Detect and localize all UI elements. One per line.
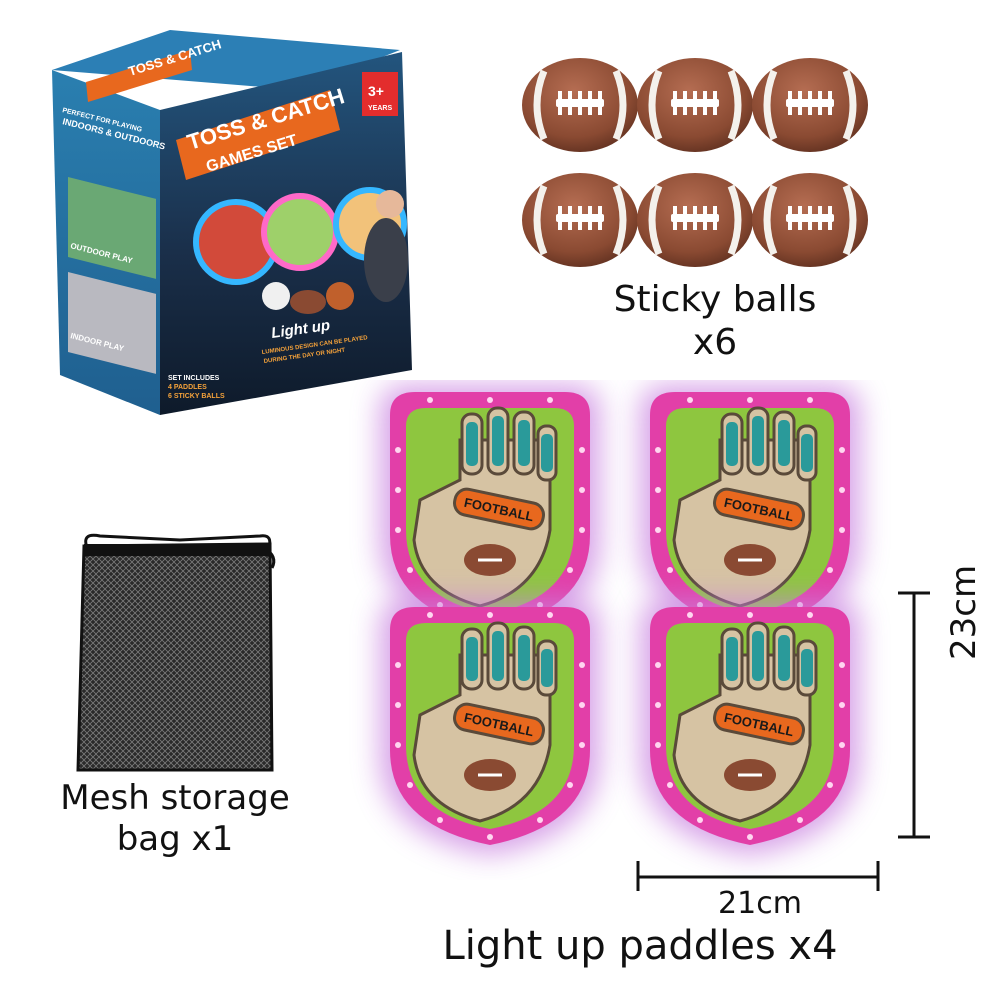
box-ball-white (262, 282, 290, 310)
bag-drawstring (84, 533, 272, 551)
top-ribbon (86, 50, 192, 102)
width-dimension-line (636, 861, 880, 891)
box-age-badge: 3+ (368, 83, 384, 99)
sticky-ball (752, 58, 868, 152)
box-age-badge-sub: YEARS (368, 105, 392, 112)
mesh-bag-caption-line2: bag x1 (116, 818, 234, 859)
paddles-caption: Light up paddles x4 (442, 923, 838, 969)
sticky-balls-caption-line1: Sticky balls (613, 279, 817, 320)
height-dimension-label: 23cm (944, 564, 984, 660)
mesh-storage-bag (76, 533, 276, 772)
age-badge-bg (362, 72, 398, 116)
indoor-photo (68, 271, 156, 374)
bag-body (76, 542, 274, 772)
sticky-ball (637, 58, 753, 152)
light-up-paddle: FOOTBALL (640, 600, 860, 855)
sticky-balls-group (510, 50, 900, 280)
mesh-bag-caption-line1: Mesh storage (60, 778, 290, 818)
light-up-paddle: FOOTBALL (640, 385, 860, 640)
dimension-lines (636, 591, 930, 891)
box-set-includes-3: 6 STICKY BALLS (168, 393, 225, 400)
sticky-ball (522, 58, 638, 152)
outdoor-photo (68, 176, 156, 279)
product-box: TOSS & CATCH TOSS & CATCH GAMES SET 3+ Y… (52, 30, 412, 415)
box-ball-basketball (326, 282, 354, 310)
light-up-paddle: FOOTBALL (380, 385, 600, 640)
light-up-paddle: FOOTBALL (380, 600, 600, 855)
sticky-ball (752, 173, 868, 267)
paddles-group: FOOTBALL FOOTBALL FOOTBALL FOOTBALL (340, 380, 910, 880)
box-paddle-green (261, 193, 339, 271)
title-ribbon (176, 90, 340, 180)
mesh-bag-caption: Mesh storage bag x1 (40, 778, 310, 860)
box-child-head (376, 190, 404, 218)
box-ball-football (290, 290, 326, 314)
box-set-includes-1: SET INCLUDES (168, 375, 220, 382)
sticky-ball (522, 173, 638, 267)
height-dimension-line (898, 591, 930, 839)
width-dimension-label: 21cm (718, 886, 802, 921)
sticky-balls-caption: Sticky balls x6 (560, 278, 870, 364)
sticky-ball (637, 173, 753, 267)
box-child-figure (364, 218, 408, 302)
sticky-balls-caption-line2: x6 (692, 322, 738, 364)
bag-hem (84, 544, 270, 556)
box-set-includes-2: 4 PADDLES (168, 384, 207, 391)
